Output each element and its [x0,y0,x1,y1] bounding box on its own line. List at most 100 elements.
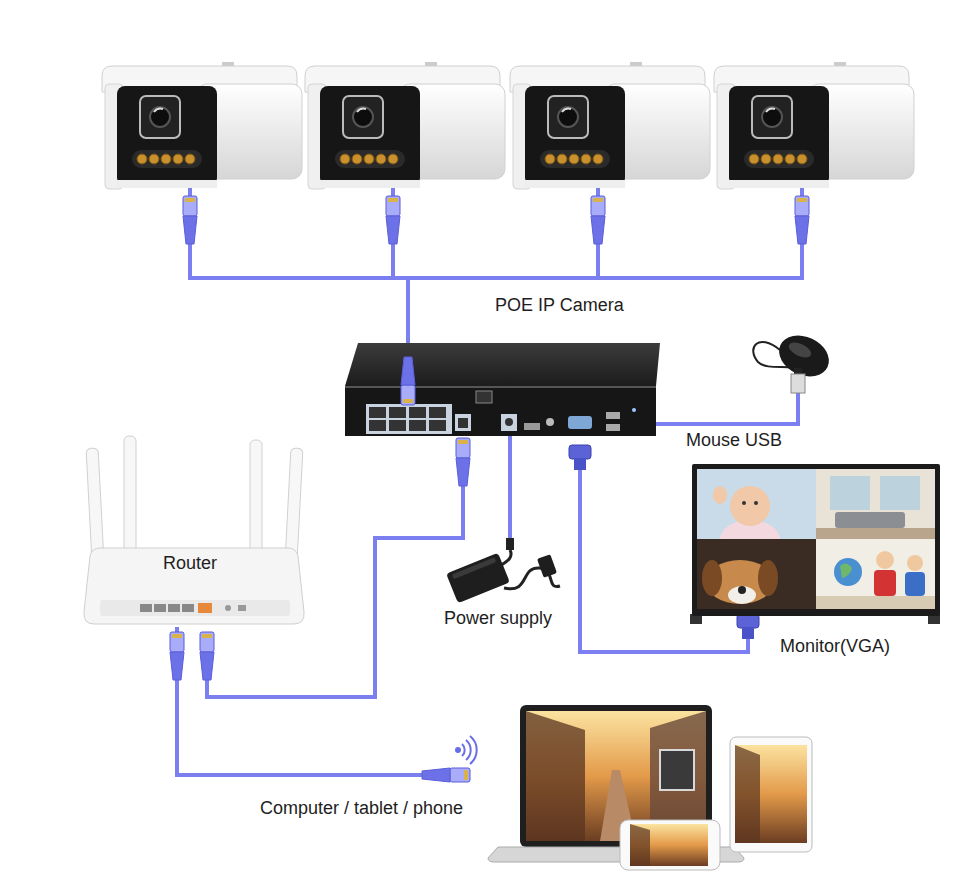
camera-illustration [714,62,914,196]
phone-illustration [630,824,708,866]
nvr-recorder [369,420,386,431]
laptop-illustration [526,711,585,841]
phone-illustration [620,820,720,870]
wifi-symbol [462,744,465,756]
monitor-illustration [728,586,756,604]
vga-plug [742,628,754,639]
tablet-illustration [735,745,807,843]
nvr-recorder [409,420,426,431]
laptop-illustration [660,750,694,790]
monitor-illustration [738,586,746,594]
device-label: Computer / tablet / phone [260,797,463,819]
rj45-plug [401,357,415,405]
monitor-illustration [758,560,778,596]
mouse-illustration [791,374,805,393]
nvr-recorder [455,414,471,431]
device-node: Router [85,432,305,627]
device-label: Power supply [444,607,552,629]
monitor-illustration [742,501,746,505]
router-illustration [84,436,304,624]
nvr-recorder [409,407,426,418]
device-node: POE IP Camera [95,60,910,322]
monitor-illustration [690,464,940,624]
nvr-recorder [505,418,513,426]
nvr-recorder [366,404,452,434]
nvr-recorder [632,408,636,412]
nvr-recorder [606,424,620,431]
router-illustration [168,604,180,612]
nvr-recorder [389,407,406,418]
nvr-recorder [546,418,554,426]
monitor-illustration [702,560,722,596]
nvr-recorder [606,412,620,419]
router-illustration [182,604,194,612]
power-adapter [506,538,514,550]
rj45-plug [795,196,809,244]
device-node: Mouse USB [680,325,840,455]
monitor-illustration [816,469,935,539]
mouse-illustration [794,368,802,374]
monitor-illustration [905,572,925,596]
monitor-illustration [834,558,862,586]
monitor-illustration [874,570,896,596]
rj45-plug [386,196,400,244]
nvr-recorder [369,407,386,418]
nvr-recorder [345,343,660,436]
mouse-illustration [753,328,835,393]
monitor-illustration [816,539,935,609]
rj45-plug [200,632,214,680]
cable-connector [177,627,432,775]
monitor-illustration [713,486,727,504]
wifi-symbol [456,736,477,764]
nvr-recorder [476,391,492,403]
nvr-recorder [429,407,446,418]
monitor-illustration [876,551,894,569]
mouse-illustration [787,339,814,360]
monitor-illustration [730,486,770,526]
monitor-illustration [880,476,920,510]
rj45-plug [183,196,197,244]
router-illustration [238,605,246,611]
rj45-plug [456,438,470,486]
router-illustration [225,605,231,611]
power-adapter [452,557,497,579]
nvr-recorder [345,386,656,388]
power-adapter [537,554,557,578]
camera-illustration [102,62,302,196]
tablet-illustration [730,737,812,852]
device-label: Mouse USB [686,429,782,451]
router-illustration [140,604,152,612]
cable-wire [188,196,804,360]
camera-illustration [510,62,710,196]
phone-illustration [630,824,650,866]
monitor-illustration [816,528,935,539]
device-node: Power supply [438,545,568,635]
tablet-illustration [730,737,812,852]
nvr-recorder [501,414,517,431]
monitor-illustration [830,476,870,510]
device-node: Computer / tablet / phone [432,700,822,872]
rj45-plug [170,632,184,680]
phone-illustration [620,820,720,870]
nvr-recorder [345,343,660,386]
device-label: Monitor(VGA) [780,635,890,657]
power-adapter [446,553,510,604]
wifi-symbol [466,740,471,760]
cable-wire [508,433,512,544]
device-node: Monitor(VGA) [688,460,944,665]
router-illustration [100,600,290,616]
monitor-illustration [907,555,923,571]
wifi-symbol [456,748,460,752]
router-illustration [84,548,304,624]
wifi-symbol [470,736,477,764]
device-label: Router [163,552,217,574]
nvr-recorder [568,416,592,429]
rj45-plug [422,768,470,782]
monitor-illustration [697,539,816,609]
monitor-illustration [754,501,758,505]
camera-illustration [305,62,505,196]
nvr-recorder [345,386,656,436]
router-illustration [198,603,212,613]
